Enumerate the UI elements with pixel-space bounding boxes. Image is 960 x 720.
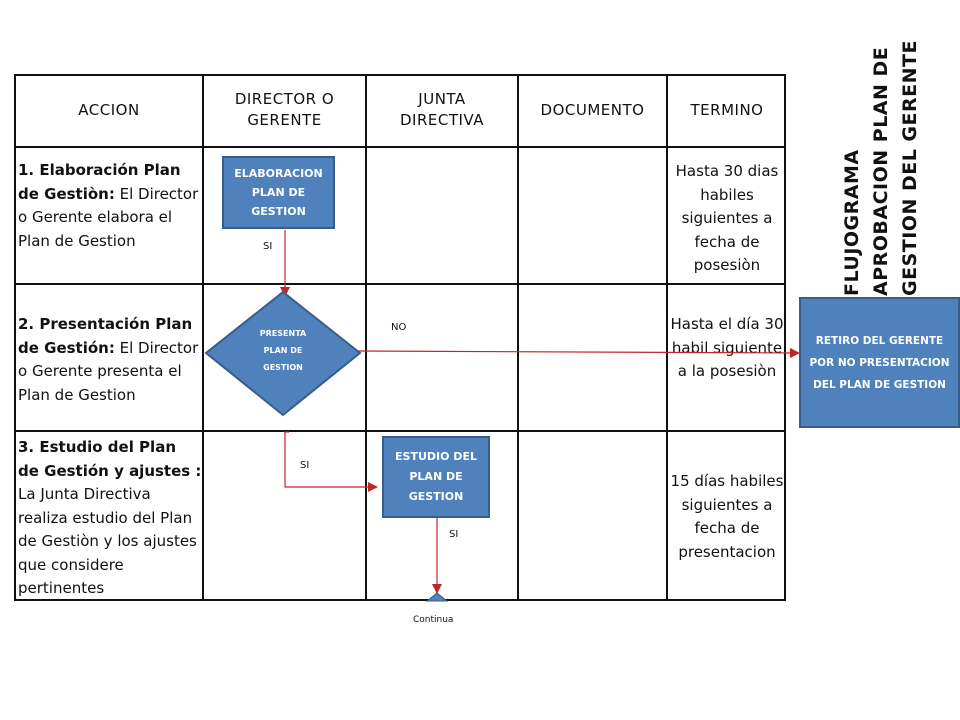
row-divider — [14, 430, 786, 432]
presenta-line2: PLAN DE — [263, 346, 303, 355]
accion-step-1-text: El Director o Gerente elabora el Plan de… — [18, 184, 199, 250]
label-si-2: SI — [300, 460, 310, 471]
label-no: NO — [391, 322, 407, 333]
termino-step-2: Hasta el día 30 habil siguiente a la pos… — [670, 315, 784, 380]
accion-step-3: 3. Estudio del Plan de Gestión y ajustes… — [18, 436, 202, 601]
column-divider — [666, 74, 668, 601]
elaboracion-process-box: ELABORACION PLAN DE GESTION — [222, 156, 335, 229]
row-divider — [14, 283, 786, 285]
termino-step-1: Hasta 30 dias habiles siguientes a fecha… — [675, 162, 779, 274]
estudio-process-box: ESTUDIO DEL PLAN DE GESTION — [382, 436, 490, 518]
accion-step-1: 1. Elaboración Plan de Gestiòn: El Direc… — [18, 159, 202, 253]
termino-step-3: 15 días habiles siguientes a fecha de pr… — [670, 472, 784, 561]
column-divider — [202, 74, 204, 601]
header-documento: DOCUMENTO — [540, 101, 645, 119]
header-director: DIRECTOR O GERENTE — [204, 89, 365, 131]
accion-step-1-title: 1. Elaboración Plan de Gestiòn: — [18, 161, 181, 203]
page-title: FLUJOGRAMA APROBACION PLAN DE GESTION DE… — [841, 40, 921, 296]
accion-step-3-text: La Junta Directiva realiza estudio del P… — [18, 485, 197, 597]
header-accion: ACCION — [78, 101, 140, 119]
retiro-terminal-box: RETIRO DEL GERENTE POR NO PRESENTACION D… — [799, 297, 960, 428]
accion-step-2-title: 2. Presentación Plan de Gestión: — [18, 315, 193, 357]
column-divider — [517, 74, 519, 601]
header-junta-line1: JUNTA — [418, 90, 466, 108]
continua-label: Continua — [413, 615, 454, 625]
header-director-line1: DIRECTOR O — [234, 90, 335, 108]
header-director-line2: GERENTE — [247, 111, 322, 129]
presenta-decision-diamond — [204, 290, 362, 417]
flowchart-table — [14, 74, 786, 601]
arrow-presenta-to-estudio — [284, 431, 378, 492]
arrow-presenta-to-retiro — [357, 347, 800, 358]
label-si-3: SI — [449, 529, 459, 540]
header-junta: JUNTA DIRECTIVA — [367, 89, 517, 131]
presenta-decision-label: PRESENTA PLAN DE GESTION — [236, 325, 330, 376]
accion-step-2-text: El Director o Gerente presenta el Plan d… — [18, 338, 199, 404]
row-divider — [14, 146, 786, 148]
column-divider — [365, 74, 367, 601]
header-junta-line2: DIRECTIVA — [400, 111, 484, 129]
label-si-1: SI — [263, 241, 273, 252]
accion-step-2: 2. Presentación Plan de Gestión: El Dire… — [18, 313, 202, 407]
presenta-line1: PRESENTA — [259, 329, 307, 338]
continua-connector-shape — [425, 592, 449, 602]
presenta-line3: GESTION — [263, 363, 303, 372]
header-termino: TERMINO — [690, 101, 764, 119]
accion-step-3-title: 3. Estudio del Plan de Gestión y ajustes… — [18, 438, 202, 480]
